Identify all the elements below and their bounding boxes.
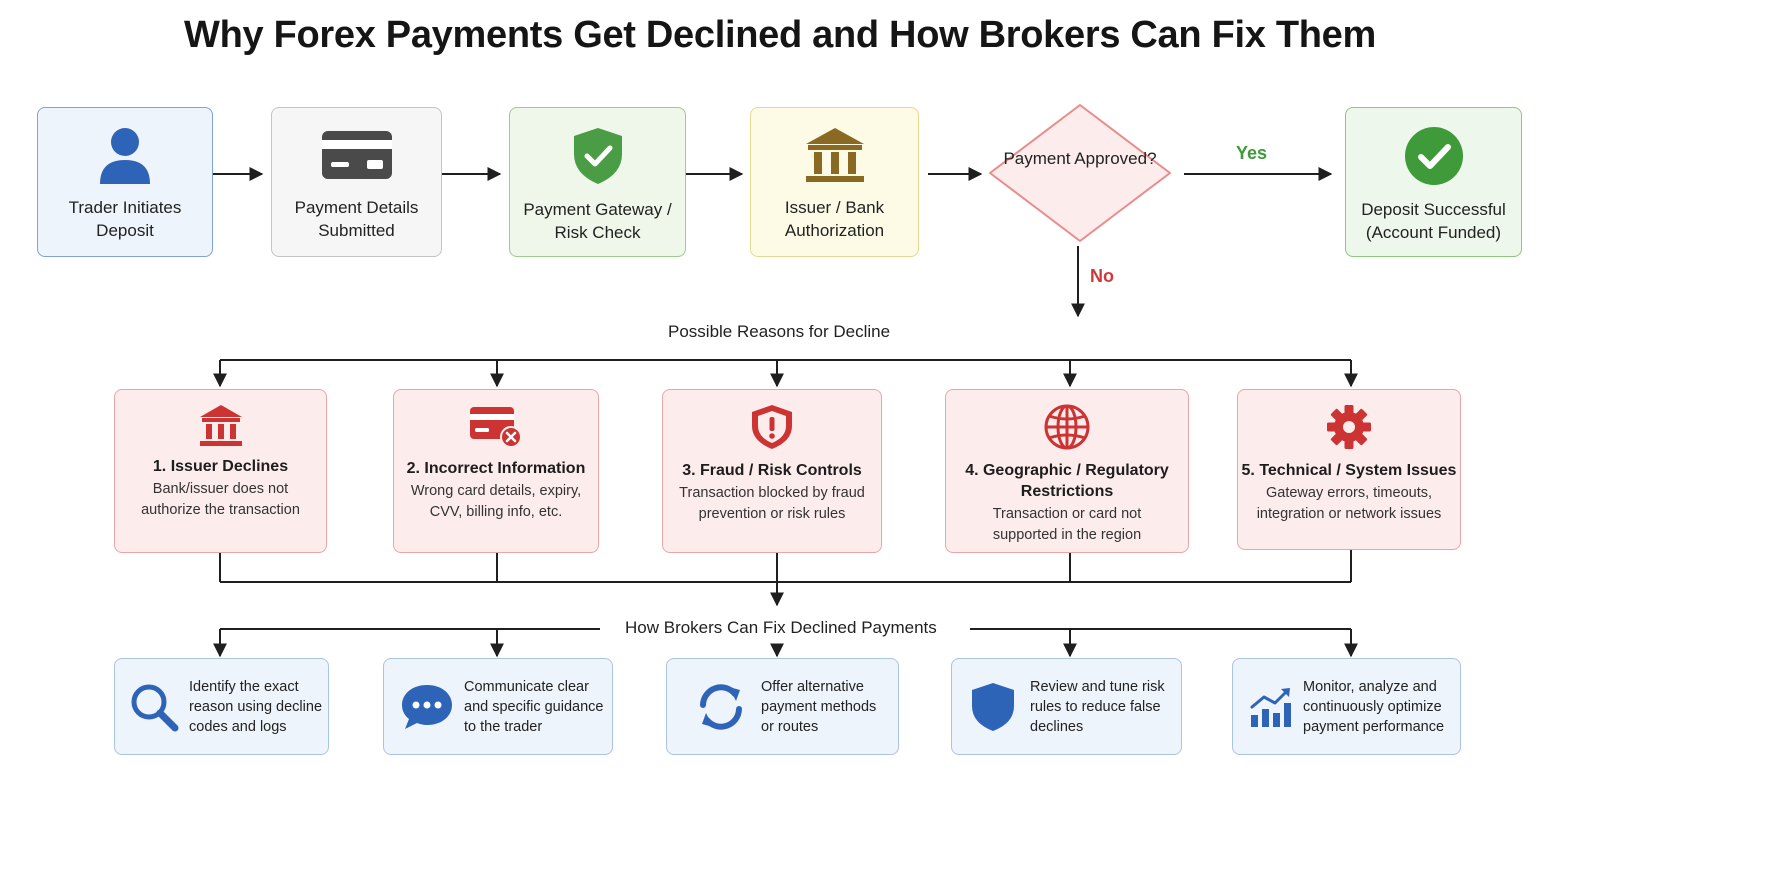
reason-issuer-declines: 1. Issuer Declines Bank/issuer does not …	[114, 389, 327, 553]
reason-title: 2. Incorrect Information	[406, 460, 586, 477]
globe-icon	[1044, 404, 1090, 450]
fix-text: Identify the exact reason using decline …	[189, 678, 323, 735]
step-deposit-successful: Deposit Successful (Account Funded)	[1345, 107, 1522, 257]
page-title: Why Forex Payments Get Declined and How …	[184, 14, 1376, 56]
fix-text: Monitor, analyze and continuously optimi…	[1303, 678, 1445, 735]
bank-icon	[199, 405, 242, 446]
no-label: No	[1090, 266, 1114, 286]
reason-fraud-risk-controls: 3. Fraud / Risk Controls Transaction blo…	[662, 389, 882, 553]
search-icon	[131, 684, 179, 731]
reasons-title: Possible Reasons for Decline	[668, 322, 891, 342]
step-label: Deposit Successful (Account Funded)	[1361, 200, 1506, 242]
shield-check-icon	[573, 128, 622, 184]
credit-card-icon	[321, 131, 392, 179]
shield-alert-icon	[752, 405, 792, 449]
reason-desc: Gateway errors, timeouts, integration or…	[1256, 485, 1442, 522]
step-label: Trader Initiates Deposit	[68, 198, 182, 240]
fix-tune-risk-rules: Review and tune risk rules to reduce fal…	[951, 658, 1182, 755]
gear-icon	[1327, 405, 1371, 449]
reason-incorrect-information: 2. Incorrect Information Wrong card deta…	[393, 389, 599, 553]
fix-text: Communicate clear and specific guidance …	[464, 678, 604, 735]
reason-title: 5. Technical / System Issues	[1241, 462, 1457, 479]
chart-icon	[1250, 687, 1291, 727]
fix-text: Offer alternative payment methods or rou…	[761, 678, 877, 735]
reason-desc: Wrong card details, expiry, CVV, billing…	[410, 483, 582, 520]
step-issuer-authorization: Issuer / Bank Authorization	[750, 107, 919, 257]
fix-monitor-optimize: Monitor, analyze and continuously optimi…	[1232, 658, 1461, 755]
decision-label: Payment Approved?	[1003, 149, 1157, 168]
fix-alternative-methods: Offer alternative payment methods or rou…	[666, 658, 899, 755]
fixes-title: How Brokers Can Fix Declined Payments	[621, 618, 941, 638]
reason-geographic-regulatory: 4. Geographic / Regulatory Restrictions …	[945, 389, 1189, 553]
reason-desc: Bank/issuer does not authorize the trans…	[141, 481, 300, 518]
chat-icon	[402, 684, 452, 729]
refresh-icon	[700, 683, 742, 730]
shield-icon	[972, 682, 1014, 731]
yes-label: Yes	[1236, 143, 1268, 163]
check-circle-icon	[1404, 127, 1463, 185]
reason-desc: Transaction or card not supported in the…	[992, 506, 1142, 543]
step-label: Payment Gateway / Risk Check	[523, 200, 672, 242]
step-payment-gateway: Payment Gateway / Risk Check	[509, 107, 686, 257]
fix-communicate-guidance: Communicate clear and specific guidance …	[383, 658, 613, 755]
reason-technical-system: 5. Technical / System Issues Gateway err…	[1237, 389, 1461, 550]
step-label: Payment Details Submitted	[294, 198, 419, 240]
step-label: Issuer / Bank Authorization	[784, 198, 885, 240]
reason-title: 4. Geographic / Regulatory Restrictions	[965, 462, 1169, 500]
reason-desc: Transaction blocked by fraud prevention …	[679, 485, 865, 522]
step-trader-initiates-deposit: Trader Initiates Deposit	[37, 107, 213, 257]
step-payment-details-submitted: Payment Details Submitted	[271, 107, 442, 257]
user-icon	[100, 128, 150, 184]
reason-title: 1. Issuer Declines	[152, 458, 289, 475]
card-error-icon	[470, 407, 522, 448]
decision-diamond	[989, 104, 1171, 242]
fix-text: Review and tune risk rules to reduce fal…	[1030, 678, 1165, 735]
reason-title: 3. Fraud / Risk Controls	[682, 462, 862, 479]
fix-identify-reason: Identify the exact reason using decline …	[114, 658, 329, 755]
bank-icon	[805, 128, 864, 182]
